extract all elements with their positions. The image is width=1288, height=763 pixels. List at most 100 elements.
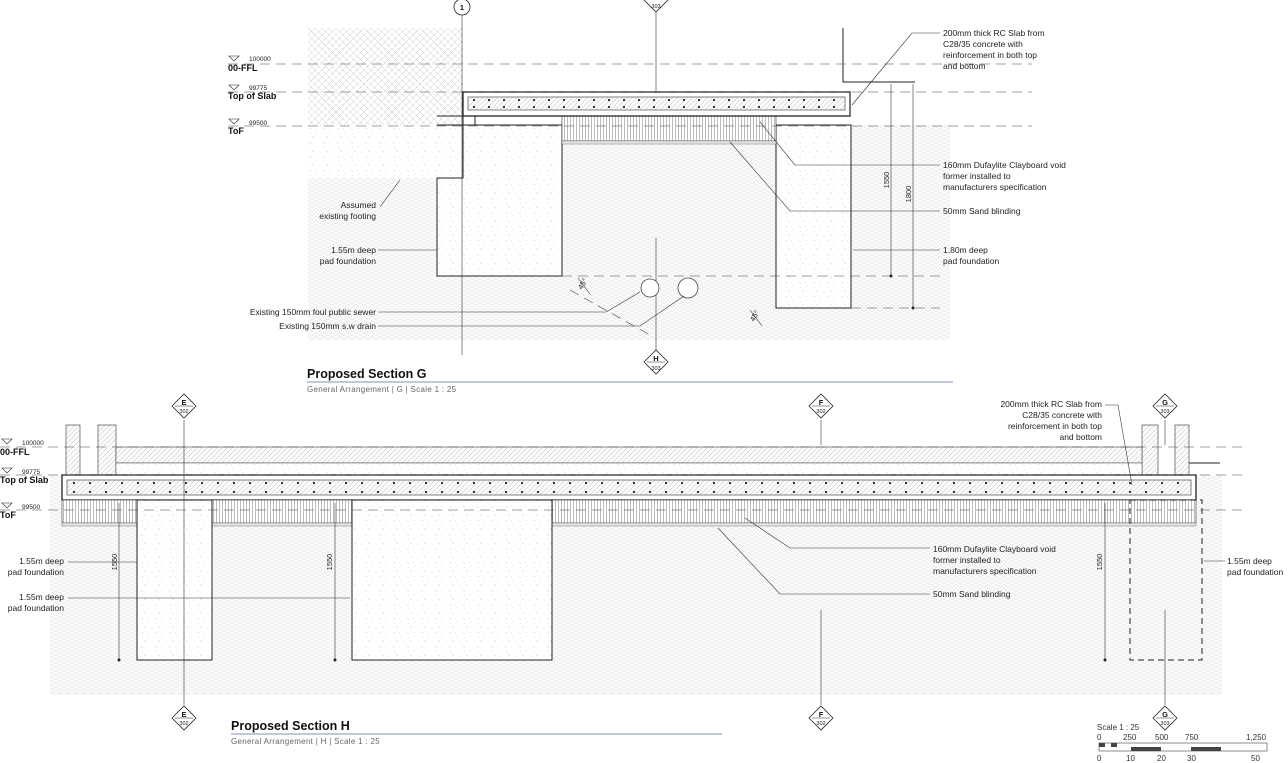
rebar-dot <box>232 481 236 485</box>
rebar-dot <box>607 98 611 102</box>
rebar-dot <box>728 490 732 494</box>
rebar-dot <box>680 490 684 494</box>
section-h: 100000 00-FFL 99775 Top of Slab 99500 To… <box>0 393 1284 746</box>
slab-spec-line-2: C28/35 concrete with <box>943 39 1023 49</box>
rebar-dot <box>792 490 796 494</box>
rebar-dot <box>552 481 556 485</box>
rebar-dot <box>1000 490 1004 494</box>
drain-label: Existing 150mm s.w drain <box>279 321 376 331</box>
rebar-dot <box>856 490 860 494</box>
ffl-value: 100000 <box>249 56 271 63</box>
pad-right-line-1: 1.80m deep <box>943 245 988 255</box>
rebar-dot <box>742 98 746 102</box>
rebar-dot <box>1160 481 1164 485</box>
section-mark-g-bottom: G 303 <box>1152 705 1178 731</box>
rebar-dot <box>682 105 686 109</box>
rebar-dot <box>562 98 566 102</box>
svg-text:1: 1 <box>460 3 464 12</box>
rebar-dot <box>344 481 348 485</box>
rebar-dot <box>296 490 300 494</box>
rebar-dot <box>1112 490 1116 494</box>
void-former-line-2: former installed to <box>943 171 1011 181</box>
existing-footing <box>308 125 463 178</box>
rebar-dot <box>1016 490 1020 494</box>
rebar-dot <box>792 481 796 485</box>
svg-text:303: 303 <box>1160 409 1169 415</box>
rebar-dot <box>1096 490 1100 494</box>
rebar-dot <box>472 481 476 485</box>
rebar-dot <box>456 490 460 494</box>
svg-text:100000: 100000 <box>22 440 44 447</box>
rebar-dot <box>328 481 332 485</box>
rebar-dot <box>652 98 656 102</box>
section-h-subtitle: General Arrangement | H | Scale 1 : 25 <box>231 737 380 746</box>
rebar-dot <box>248 481 252 485</box>
rebar-dot <box>376 481 380 485</box>
svg-text:pad foundation: pad foundation <box>8 567 65 577</box>
svg-text:50mm Sand blinding: 50mm Sand blinding <box>933 589 1011 599</box>
rebar-dot <box>648 481 652 485</box>
svg-text:E: E <box>181 710 186 719</box>
rebar-dot <box>184 490 188 494</box>
section-g: 100000 00-FFL 99775 Top of Slab 99500 To… <box>228 0 1066 394</box>
sewer-label: Existing 150mm foul public sewer <box>250 307 376 317</box>
rebar-dot <box>487 105 491 109</box>
rebar-dot <box>1064 490 1068 494</box>
svg-text:1.55m deep: 1.55m deep <box>19 592 64 602</box>
rebar-dot <box>952 490 956 494</box>
rebar-dot <box>328 490 332 494</box>
rebar-dot <box>952 481 956 485</box>
rebar-dot <box>920 481 924 485</box>
svg-text:302: 302 <box>816 721 825 727</box>
assumed-line-1: Assumed <box>341 200 377 210</box>
rebar-dot <box>1128 481 1132 485</box>
rebar-dot <box>832 105 836 109</box>
rebar-dot <box>667 98 671 102</box>
rebar-dot <box>772 98 776 102</box>
svg-text:0: 0 <box>1097 754 1102 763</box>
rebar-dot <box>312 481 316 485</box>
svg-text:G: G <box>1162 710 1168 719</box>
rebar-dot <box>200 490 204 494</box>
rebar-dot <box>802 105 806 109</box>
svg-text:former installed to: former installed to <box>933 555 1001 565</box>
svg-text:0: 0 <box>1097 733 1102 742</box>
rebar-dot <box>360 481 364 485</box>
svg-text:1550: 1550 <box>1095 554 1104 571</box>
rebar-dot <box>776 481 780 485</box>
rebar-dot <box>824 481 828 485</box>
rebar-dot <box>840 481 844 485</box>
svg-text:302: 302 <box>816 409 825 415</box>
rebar-dot <box>592 98 596 102</box>
svg-text:99775: 99775 <box>22 469 40 476</box>
svg-text:1550: 1550 <box>882 172 891 189</box>
rebar-dot <box>840 490 844 494</box>
rebar-dot <box>772 105 776 109</box>
rebar-dot <box>532 98 536 102</box>
svg-text:50: 50 <box>1251 754 1260 763</box>
leaders-h <box>68 404 1225 599</box>
rebar-dot <box>152 481 156 485</box>
rebar-dot <box>562 105 566 109</box>
void-former-line-3: manufacturers specification <box>943 182 1047 192</box>
rebar-dot <box>727 105 731 109</box>
pad-foundation-h-2 <box>351 499 553 661</box>
slab-reinforcement <box>467 96 846 111</box>
rebar-dot <box>888 490 892 494</box>
rebar-dot <box>808 490 812 494</box>
rebar-dot <box>517 98 521 102</box>
rebar-dot <box>547 105 551 109</box>
rebar-dot <box>532 105 536 109</box>
slab-spec-line-3: reinforcement in both top <box>943 50 1037 60</box>
rebar-dot <box>616 490 620 494</box>
rebar-dot <box>1000 481 1004 485</box>
floor-insulation <box>115 462 1143 476</box>
svg-text:10: 10 <box>1126 754 1135 763</box>
rebar-dot <box>622 98 626 102</box>
svg-text:302: 302 <box>179 721 188 727</box>
assumed-line-2: existing footing <box>319 211 376 221</box>
rebar-dot <box>1160 490 1164 494</box>
slab-name: Top of Slab <box>228 91 277 101</box>
rebar-dot <box>652 105 656 109</box>
svg-text:and bottom: and bottom <box>1059 432 1102 442</box>
